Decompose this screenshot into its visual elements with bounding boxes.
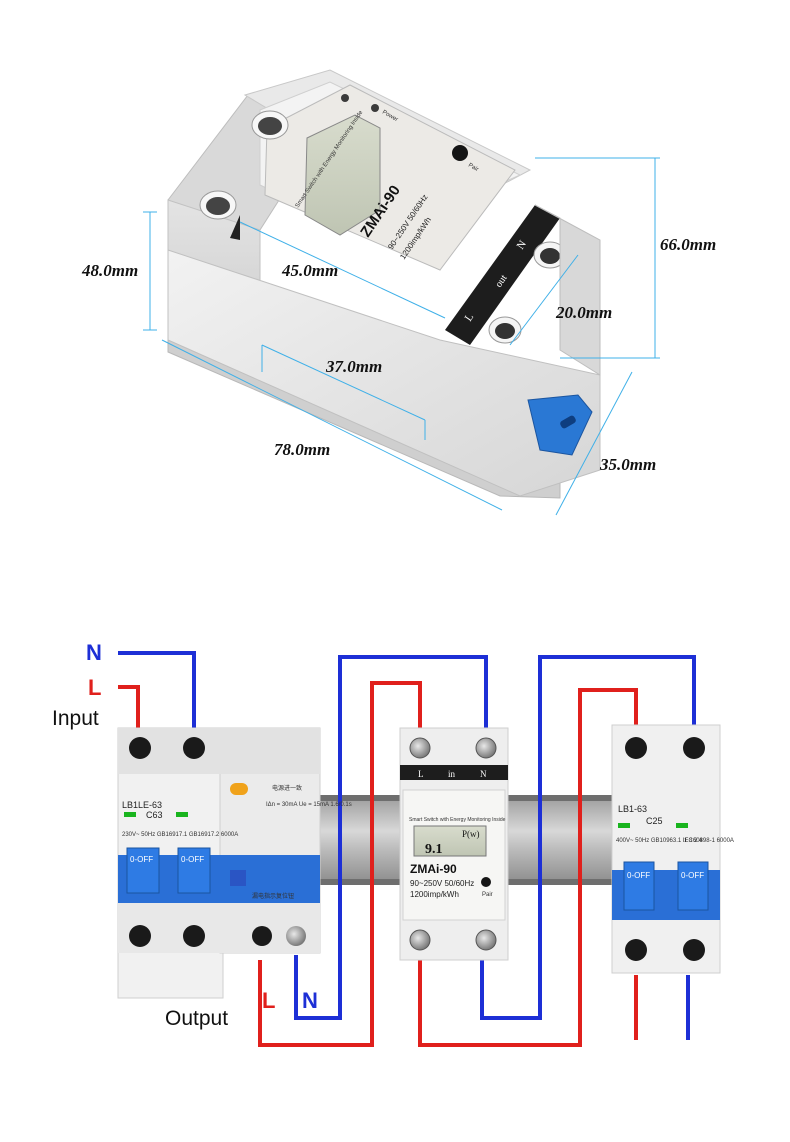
wire-l-input [118,685,140,730]
rcbo-model: LB1LE-63 [122,800,162,810]
rcbo-toggle[interactable] [177,847,211,894]
terminal-screw [409,737,431,759]
dim-terminal-gap: 20.0mm [555,303,612,322]
rcbo-reset-button[interactable] [230,870,246,886]
rcbo-rating: C63 [146,810,163,820]
dim-rail-depth: 35.0mm [599,455,656,474]
wire-n-meter-mcb [480,655,696,1020]
meter-impulse: 1200imp/kWh [410,890,459,899]
out-n-label: N [302,988,318,1013]
rcbo-off-label: 0-OFF [130,855,153,864]
l-wire-label: L [88,675,101,700]
rcbo-test-note: 电源进一致 [272,784,302,792]
terminal-screw [183,737,205,759]
terminal-screw [475,737,497,759]
meter-display-value: 9.1 [425,842,443,857]
terminal-screw [475,929,497,951]
terminal-hole [251,110,289,140]
n-wire-label: N [86,640,102,665]
meter-model: ZMAi-90 [410,862,457,876]
dim-base-width: 37.0mm [325,357,382,376]
dim-depth-total: 66.0mm [660,235,716,254]
din-clip[interactable] [527,394,593,456]
meter-display-unit: P(w) [462,829,480,839]
rcbo-breaker: LB1LE-63 C63 230V~ 50Hz GB16917.1 GB1691… [117,727,352,999]
meter-terminal-strip [400,765,508,780]
pair-label: Pair [467,163,479,174]
meter-pair-label: Pair [482,892,493,898]
terminal-screw [683,939,705,961]
terminal-hole [199,190,237,220]
wiring-diagram: N L Input Output L N LB1LE-63 C63 230V~ … [52,640,734,1047]
terminal-screw [683,737,705,759]
mcb-poles: 1 3 2 4 [684,838,703,844]
rcbo-test-button[interactable] [230,783,248,795]
terminal-strip [445,205,560,345]
mcb-off-label: 0-OFF [627,871,650,880]
dim-length: 78.0mm [274,440,330,459]
rcbo-specs: 230V~ 50Hz GB16917.1 GB16917.2 6000A [122,832,238,838]
mcb-rating: C25 [646,816,663,826]
dimension-lines [143,157,660,516]
terminal-screw [183,925,205,947]
mcb-toggle[interactable] [677,861,709,911]
pair-button[interactable] [452,145,468,161]
input-label: Input [52,707,99,730]
out-l-label: L [262,988,275,1013]
output-label: Output [165,1007,228,1030]
meter-terminal-l: L [418,769,424,779]
mcb-model: LB1-63 [618,804,647,814]
terminal-hole [488,316,522,344]
mcb-breaker: LB1-63 C25 400V~ 50Hz GB10963.1 IEC60898… [611,724,734,974]
led-indicator [341,94,349,102]
mcb-off-label: 0-OFF [681,871,704,880]
wire-n-rcbo-meter [294,655,488,1020]
rcbo-off-label: 0-OFF [181,855,204,864]
mcb-specs: 400V~ 50Hz GB10963.1 IEC60898-1 6000A [616,838,734,844]
device-3d-view: Pair Power Smart Switch with Energy Moni… [167,69,601,499]
terminal-screw [625,737,647,759]
rcbo-trip-specs: IΔn = 30mA Ue = 15mA 1.6/0.1s [266,802,352,808]
wire-n-input [118,651,196,730]
dim-height: 48.0mm [81,261,138,280]
lcd-window [304,114,381,236]
terminal-screw [625,939,647,961]
terminal-screw [129,737,151,759]
rcbo-reset-note: 漏电指示复位钮 [252,892,294,900]
rcbo-toggle[interactable] [126,847,160,894]
terminal-screw [129,925,151,947]
meter-voltage: 90~250V 50/60Hz [410,879,474,888]
energy-meter: L in N Smart Switch with Energy Monitori… [399,727,509,961]
terminal-screw [409,929,431,951]
led-indicator [371,104,379,112]
terminal-screw [252,926,272,946]
wire-l-meter-mcb [418,688,638,1047]
meter-pair-button[interactable] [481,877,491,887]
wire-l-rcbo-meter [258,681,422,1047]
mcb-toggle[interactable] [623,861,655,911]
terminal-screw [286,926,306,946]
meter-lcd [413,825,487,857]
meter-terminal-in: in [448,769,456,779]
dim-display-width: 45.0mm [281,261,338,280]
meter-terminal-n: N [480,769,487,779]
meter-subtitle: Smart Switch with Energy Monitoring Insi… [409,817,506,823]
